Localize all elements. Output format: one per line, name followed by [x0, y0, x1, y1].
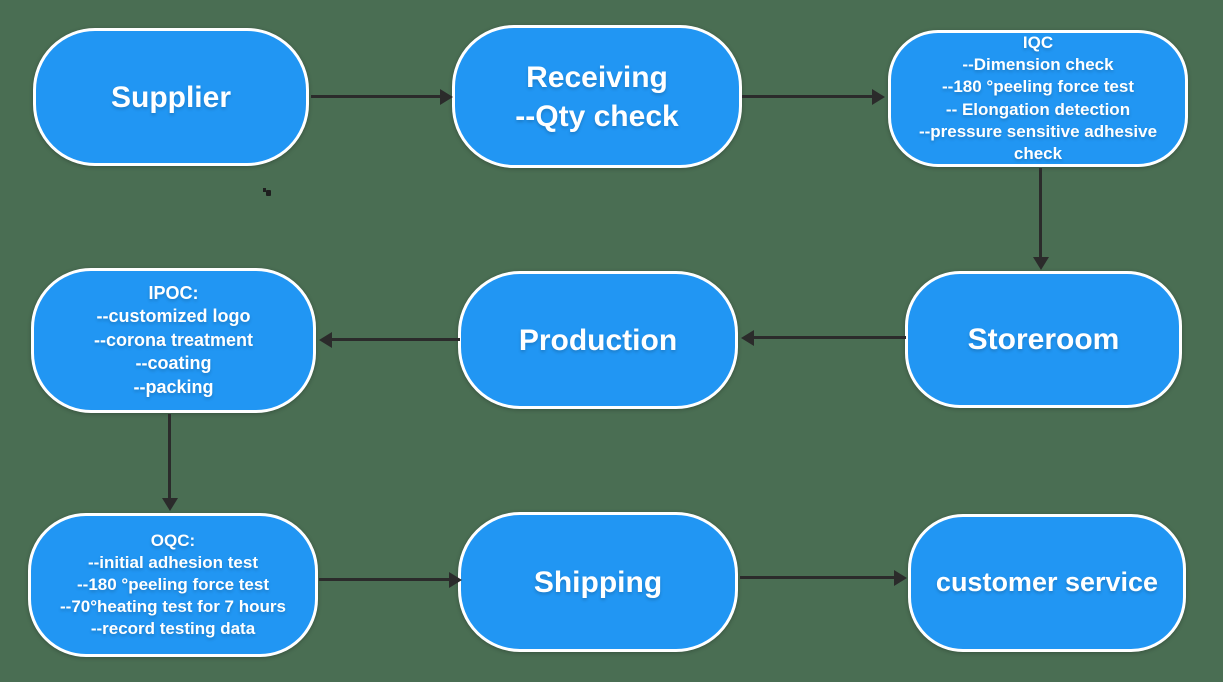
arrowhead-down-icon [161, 498, 178, 511]
arrow-production-to-ipoc [319, 331, 460, 348]
node-label-storeroom: Storeroom [967, 323, 1120, 356]
node-label-ipoc: IPOC: --customized logo --corona treatme… [93, 283, 254, 397]
flow-node-supplier: Supplier [33, 28, 309, 166]
flow-node-customer-service: customer service [908, 514, 1186, 652]
flow-node-iqc: IQC --Dimension check --180 °peeling for… [888, 30, 1188, 167]
flow-node-shipping: Shipping [458, 512, 738, 652]
node-label-receiving: Receiving --Qty check [515, 60, 679, 133]
node-label-supplier: Supplier [110, 80, 231, 114]
arrow-supplier-to-receiving [311, 88, 453, 105]
arrowhead-right-icon [894, 569, 907, 586]
flow-node-oqc: OQC: --initial adhesion test --180 °peel… [28, 513, 318, 657]
node-label-oqc: OQC: --initial adhesion test --180 °peel… [60, 530, 286, 639]
flow-node-production: Production [458, 271, 738, 409]
flow-node-ipoc: IPOC: --customized logo --corona treatme… [31, 268, 316, 413]
arrowhead-left-icon [741, 329, 754, 346]
flow-node-storeroom: Storeroom [905, 271, 1182, 408]
arrow-iqc-to-storeroom [1032, 168, 1049, 270]
arrowhead-right-icon [872, 88, 885, 105]
flow-node-receiving: Receiving --Qty check [452, 25, 742, 168]
stray-mark [266, 190, 271, 196]
arrowhead-left-icon [319, 331, 332, 348]
arrowhead-down-icon [1032, 257, 1049, 270]
arrow-storeroom-to-production [741, 329, 906, 346]
node-label-iqc: IQC --Dimension check --180 °peeling for… [918, 33, 1158, 163]
node-label-customer-service: customer service [935, 567, 1159, 598]
node-label-production: Production [518, 323, 678, 357]
arrowhead-right-icon [440, 88, 453, 105]
arrow-oqc-to-shipping [319, 571, 462, 588]
arrow-receiving-to-iqc [742, 88, 885, 105]
arrowhead-right-icon [449, 571, 462, 588]
arrow-shipping-to-customer-service [740, 569, 907, 586]
arrow-ipoc-to-oqc [161, 414, 178, 511]
node-label-shipping: Shipping [533, 565, 663, 599]
